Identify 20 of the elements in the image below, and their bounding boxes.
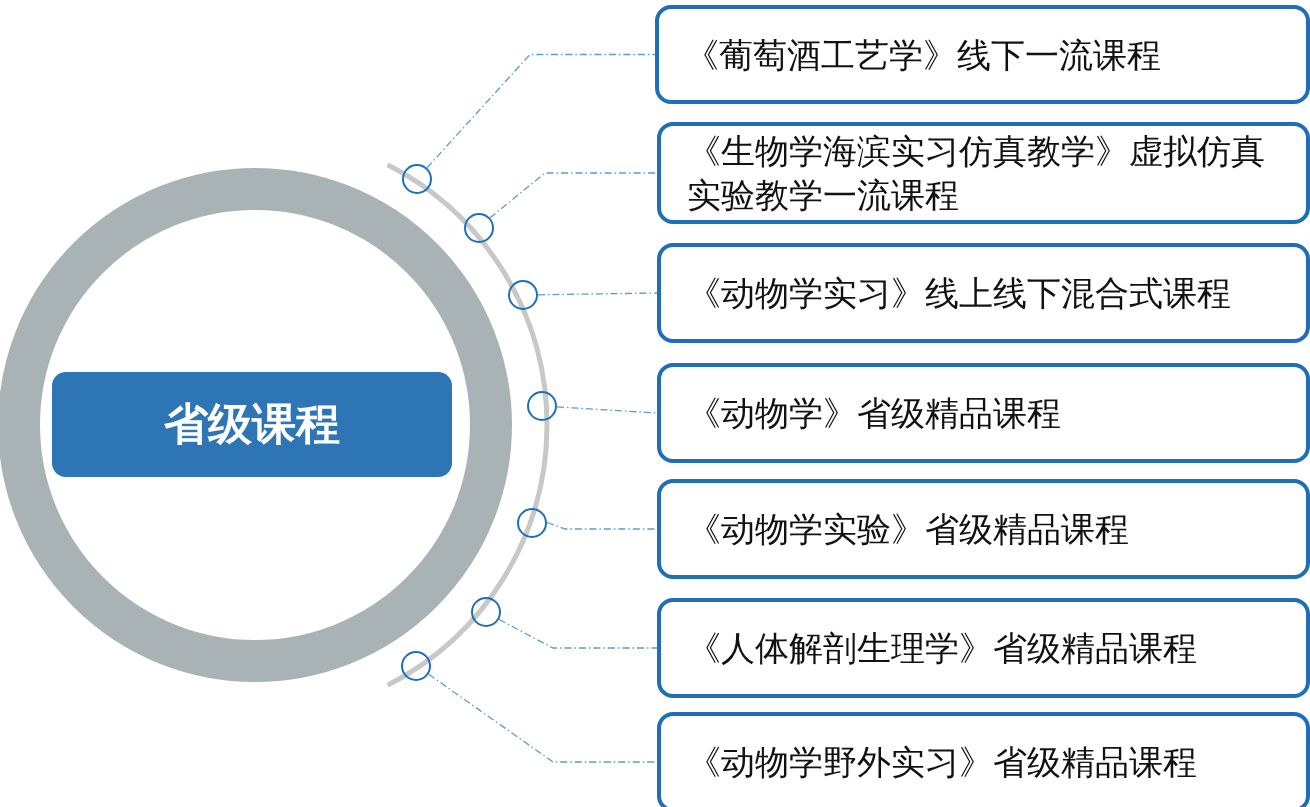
marker-circle <box>527 391 557 421</box>
marker-circle <box>464 213 494 243</box>
marker-circle <box>508 280 538 310</box>
course-box: 《生物学海滨实习仿真教学》虚拟仿真实验教学一流课程 <box>657 122 1310 224</box>
marker-circle <box>401 651 431 681</box>
course-box: 《动物学实验》省级精品课程 <box>657 479 1310 579</box>
connector-line <box>489 172 658 219</box>
marker-circle <box>471 597 501 627</box>
connector-line <box>426 53 656 169</box>
connector-line <box>556 406 658 414</box>
course-box: 《葡萄酒工艺学》线下一流课程 <box>655 5 1310 104</box>
course-box: 《人体解剖生理学》省级精品课程 <box>657 598 1310 698</box>
marker-circle <box>517 508 547 538</box>
course-box: 《动物学》省级精品课程 <box>657 363 1310 463</box>
connector-line <box>537 292 658 296</box>
course-box: 《动物学实习》线上线下混合式课程 <box>657 243 1310 343</box>
marker-circle <box>402 164 432 194</box>
title-box: 省级课程 <box>52 372 452 477</box>
connector-line <box>498 618 658 649</box>
course-box: 《动物学野外实习》省级精品课程 <box>657 712 1310 807</box>
